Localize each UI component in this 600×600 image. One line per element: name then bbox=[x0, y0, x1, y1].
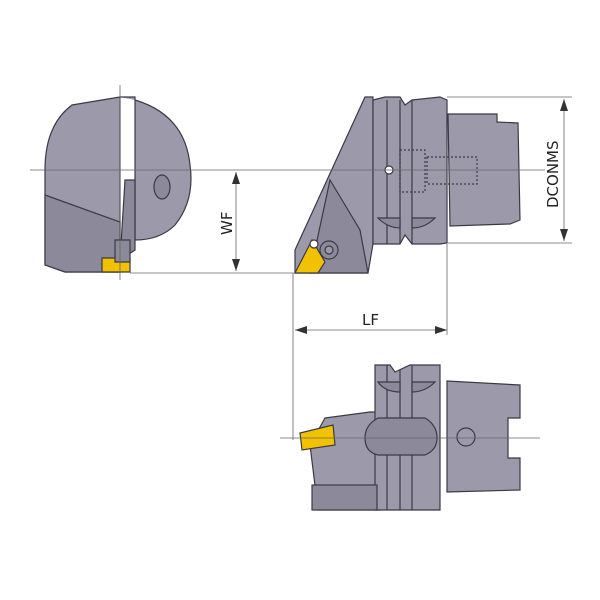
dimension-arrows bbox=[232, 99, 568, 334]
end-view bbox=[44, 96, 192, 273]
insert-top-view bbox=[294, 238, 326, 274]
side-view bbox=[299, 364, 521, 511]
insert-side-view bbox=[299, 424, 336, 451]
top-view bbox=[294, 96, 521, 274]
dim-label-lf: LF bbox=[362, 311, 379, 329]
dim-label-dconms: DCONMS bbox=[544, 140, 562, 208]
dim-label-wf: WF bbox=[218, 212, 236, 235]
dimension-lines bbox=[30, 85, 572, 440]
